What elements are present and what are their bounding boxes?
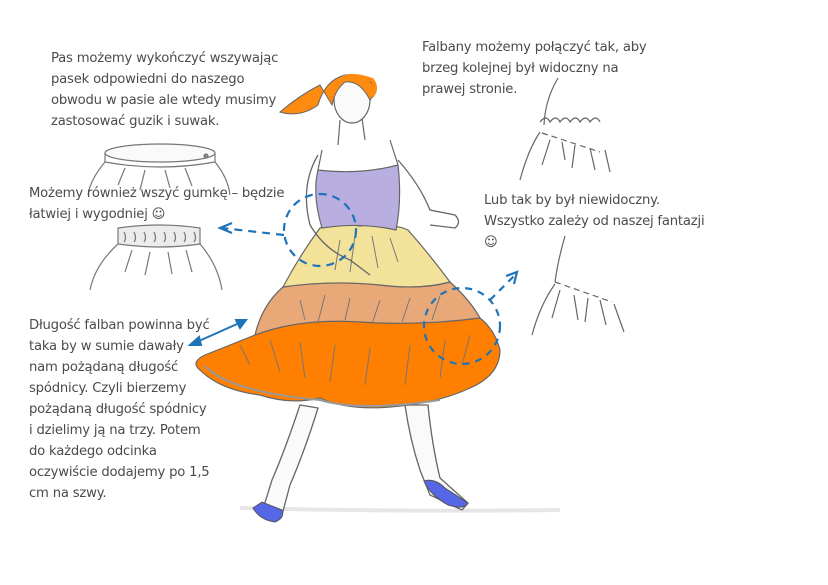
skirt-tier-top <box>281 223 452 288</box>
ground-shadow <box>239 506 561 513</box>
note-line: spódnicy. Czyli bierzemy <box>29 381 187 396</box>
note-line: ☺ <box>484 235 498 250</box>
note-elastic: Możemy również wszyć gumkę – będzie łatw… <box>29 183 284 225</box>
note-line: obwodu w pasie ale wtedy musimy <box>51 93 277 108</box>
note-line: do każdego odcinka <box>29 444 157 459</box>
note-line: łatwiej i wygodniej ☺ <box>29 207 166 222</box>
note-ruffle-hidden: Lub tak by był niewidoczny. Wszystko zal… <box>484 190 705 253</box>
visible-seam-sketch <box>519 77 611 181</box>
note-line: Długość falban powinna być <box>29 318 210 333</box>
note-line: zastosować guzik i suwak. <box>51 114 220 129</box>
waistband-sketch <box>87 143 231 196</box>
legs <box>261 404 469 516</box>
skirt <box>195 223 501 409</box>
note-waistband: Pas możemy wykończyć wszywając pasek odp… <box>51 48 278 132</box>
note-line: cm na szwy. <box>29 486 107 501</box>
note-line: prawej stronie. <box>422 82 518 97</box>
note-line: pożądaną długość spódnicy <box>29 402 207 417</box>
callout-seam <box>422 270 519 366</box>
length-arrow <box>187 319 248 346</box>
note-line: Falbany możemy połączyć tak, aby <box>422 40 647 55</box>
shoes <box>252 479 469 523</box>
note-line: Lub tak by był niewidoczny. <box>484 193 660 208</box>
note-line: i dzielimy ją na trzy. Potem <box>29 423 201 438</box>
note-ruffle-visible: Falbany możemy połączyć tak, aby brzeg k… <box>422 37 647 100</box>
torso <box>305 117 460 276</box>
note-line: oczywiście dodajemy po 1,5 <box>29 465 210 480</box>
note-line: Możemy również wszyć gumkę – będzie <box>29 186 285 201</box>
note-line: Wszystko zależy od naszej fantazji <box>484 214 705 229</box>
note-line: nam pożądaną długość <box>29 360 179 375</box>
callout-waist <box>217 192 358 268</box>
hidden-seam-sketch <box>531 235 625 336</box>
hair <box>278 74 377 115</box>
note-line: brzeg kolejnej był widoczny na <box>422 61 619 76</box>
note-line: taka by w sumie dawały <box>29 339 184 354</box>
head <box>278 74 377 124</box>
note-line: Pas możemy wykończyć wszywając <box>51 51 279 66</box>
note-length: Długość falban powinna być taka by w sum… <box>29 315 210 504</box>
elastic-sketch <box>89 224 223 291</box>
note-line: pasek odpowiedni do naszego <box>51 72 245 87</box>
